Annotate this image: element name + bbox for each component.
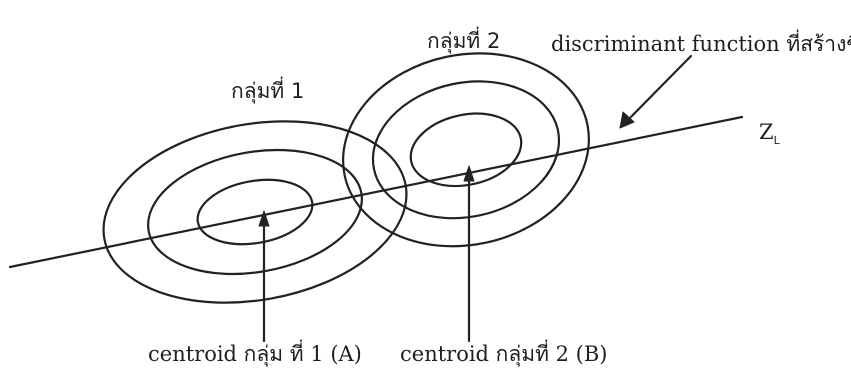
discriminant-line: [8, 115, 744, 269]
group-1-label: กลุ่มที่ 1: [231, 76, 304, 104]
discriminant-arrow-head: [619, 111, 635, 129]
group-2-label: กลุ่มที่ 2: [427, 26, 500, 54]
group-2-outer-ellipse: [341, 52, 590, 248]
zl-label: ZL: [759, 120, 781, 147]
group-2-ellipses: [341, 52, 590, 248]
centroid-a-arrow-head: [258, 210, 270, 227]
group-2-middle-ellipse: [371, 80, 561, 220]
zl-main-text: Z: [759, 120, 774, 144]
group-1-outer-ellipse: [102, 120, 408, 304]
group-1-ellipses: [102, 120, 408, 304]
group-1-middle-ellipse: [147, 148, 363, 276]
discriminant-function-label: discriminant function ที่สร้างขึ้น: [551, 29, 851, 56]
centroid-b-arrow-head: [463, 165, 475, 182]
group-2-inner-ellipse: [409, 112, 523, 188]
centroid-b-label: centroid กลุ่มที่ 2 (B): [400, 339, 607, 367]
discriminant-arrow-line: [623, 54, 693, 125]
group-1-inner-ellipse: [196, 178, 314, 246]
centroid-a-label: centroid กลุ่ม ที่ 1 (A): [148, 339, 362, 367]
zl-subscript-text: L: [774, 134, 781, 147]
